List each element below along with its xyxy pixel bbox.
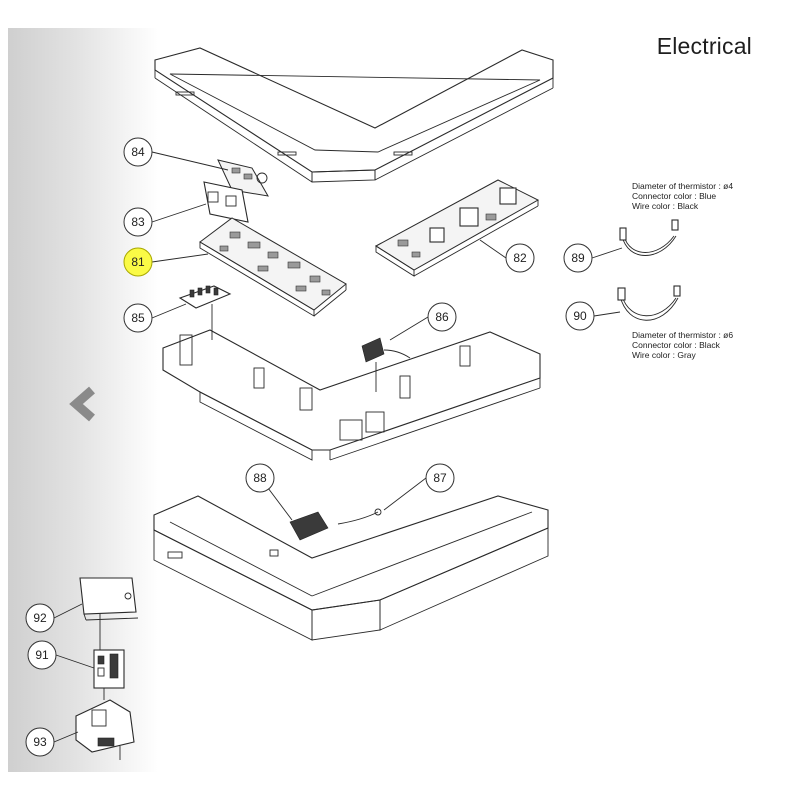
note-line: Wire color : Black bbox=[632, 201, 699, 211]
part-85-terminal bbox=[178, 285, 232, 309]
callout-label: 83 bbox=[131, 215, 145, 229]
callout-label: 86 bbox=[435, 310, 449, 324]
callout-85[interactable]: 85 bbox=[123, 303, 153, 333]
callout-89[interactable]: 89 bbox=[563, 243, 593, 273]
page-title: Electrical bbox=[656, 33, 752, 59]
part-93-bracket bbox=[75, 699, 135, 760]
callout-91[interactable]: 91 bbox=[27, 640, 57, 670]
callout-label: 81 bbox=[131, 255, 145, 269]
callout-81[interactable]: 81 bbox=[123, 247, 153, 277]
note-line: Wire color : Gray bbox=[632, 350, 696, 360]
callout-86[interactable]: 86 bbox=[427, 302, 457, 332]
electrical-box-tray bbox=[162, 329, 541, 461]
thermistor-90-note: Diameter of thermistor : ø6 Connector co… bbox=[632, 330, 733, 360]
callout-label: 93 bbox=[33, 735, 47, 749]
callout-label: 91 bbox=[35, 648, 49, 662]
note-line: Diameter of thermistor : ø4 bbox=[632, 181, 734, 191]
part-81-main-pcb bbox=[199, 217, 347, 317]
callout-88[interactable]: 88 bbox=[245, 463, 275, 493]
part-83-bracket bbox=[203, 181, 249, 223]
part-90-thermistor bbox=[617, 285, 681, 321]
thermistor-89-note: Diameter of thermistor : ø4 Connector co… bbox=[632, 181, 733, 211]
note-line: Connector color : Blue bbox=[632, 191, 717, 201]
prev-button[interactable] bbox=[62, 382, 106, 426]
callout-label: 90 bbox=[573, 309, 587, 323]
callout-82[interactable]: 82 bbox=[505, 243, 535, 273]
top-cover-part bbox=[154, 47, 554, 183]
callout-label: 92 bbox=[33, 611, 47, 625]
bottom-box-part bbox=[153, 495, 549, 641]
callout-90[interactable]: 90 bbox=[565, 301, 595, 331]
callout-label: 87 bbox=[433, 471, 447, 485]
callout-label: 88 bbox=[253, 471, 267, 485]
note-line: Connector color : Black bbox=[632, 340, 720, 350]
chevron-left-icon bbox=[69, 386, 95, 422]
callout-label: 84 bbox=[131, 145, 145, 159]
callout-87[interactable]: 87 bbox=[425, 463, 455, 493]
callout-label: 89 bbox=[571, 251, 585, 265]
part-91-terminal-block bbox=[93, 649, 125, 689]
callout-label: 85 bbox=[131, 311, 145, 325]
callout-93[interactable]: 93 bbox=[25, 727, 55, 757]
callout-92[interactable]: 92 bbox=[25, 603, 55, 633]
callout-84[interactable]: 84 bbox=[123, 137, 153, 167]
part-82-power-pcb bbox=[375, 179, 540, 277]
part-92-cover bbox=[79, 577, 139, 621]
leader-lines bbox=[53, 151, 623, 743]
part-84-pcb bbox=[217, 159, 269, 197]
note-line: Diameter of thermistor : ø6 bbox=[632, 330, 734, 340]
callout-label: 82 bbox=[513, 251, 527, 265]
callout-83[interactable]: 83 bbox=[123, 207, 153, 237]
part-89-thermistor bbox=[619, 219, 679, 256]
